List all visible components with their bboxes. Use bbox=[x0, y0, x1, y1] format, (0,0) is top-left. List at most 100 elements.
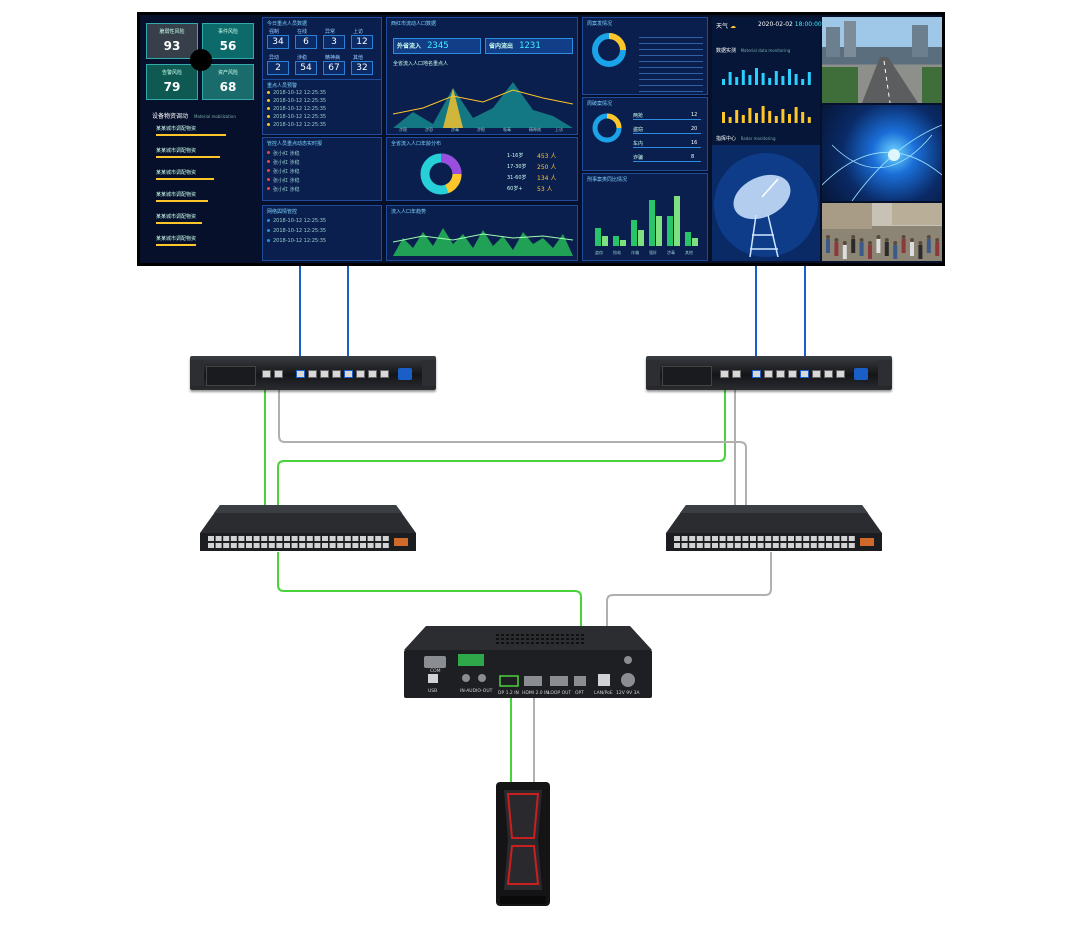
building-3 bbox=[912, 25, 928, 57]
material-data-title: 数据实测 Material data monitoring bbox=[716, 47, 790, 54]
switch-port bbox=[246, 536, 252, 541]
trend-area bbox=[393, 228, 573, 256]
switch-port bbox=[841, 543, 848, 548]
switch-port bbox=[788, 536, 794, 541]
switch-port bbox=[329, 543, 336, 548]
today-top-value: 3 bbox=[323, 35, 345, 49]
output-port bbox=[368, 370, 377, 378]
switch-port-row bbox=[208, 536, 389, 548]
today-bottom-value: 67 bbox=[323, 61, 345, 75]
encoder-labels: COM USB IN-AUDIO-OUT DP 1.2 IN HDMI 2.0 … bbox=[428, 668, 640, 696]
output-port bbox=[824, 370, 833, 378]
switch-port bbox=[833, 536, 840, 541]
week-label: 诈骗 bbox=[633, 155, 644, 161]
today-top-value: 34 bbox=[267, 35, 289, 49]
list-bullet bbox=[267, 178, 270, 181]
person-head bbox=[910, 238, 914, 242]
week-rule bbox=[633, 133, 701, 134]
vent-slot bbox=[561, 642, 564, 644]
io-block bbox=[662, 366, 712, 386]
switch-port bbox=[674, 543, 680, 548]
switch-port bbox=[314, 536, 321, 541]
switch-front bbox=[200, 533, 416, 551]
vent-slot bbox=[531, 638, 534, 640]
output-port bbox=[776, 370, 785, 378]
network-node bbox=[888, 149, 900, 161]
list-bullet bbox=[267, 160, 270, 163]
switch-port bbox=[681, 536, 688, 541]
switch-port bbox=[375, 536, 382, 541]
vent-slot bbox=[546, 642, 549, 644]
vent-slot bbox=[566, 638, 569, 640]
person-body bbox=[918, 245, 923, 259]
monitor-bar bbox=[794, 107, 798, 123]
switch-port bbox=[268, 543, 275, 548]
switch-port bbox=[360, 536, 366, 541]
switch-port bbox=[704, 536, 711, 541]
week-value: 16 bbox=[691, 140, 698, 146]
material-row-label: 某某城市调配物资 bbox=[156, 192, 197, 198]
vent-slot bbox=[506, 634, 509, 636]
compare-category-label: 其他 bbox=[685, 249, 693, 255]
label-hdmi: HDMI 2.0 IN bbox=[522, 690, 549, 696]
list-row-text: 2018-10-12 12:25:35 bbox=[273, 106, 327, 112]
week-donut-slice bbox=[606, 113, 622, 129]
switch-port bbox=[261, 536, 268, 541]
vent-slot bbox=[521, 642, 524, 644]
switch-port bbox=[382, 543, 389, 548]
street-crowd-svg bbox=[822, 203, 942, 259]
rack-ear-right bbox=[422, 360, 436, 386]
flow-category-label: 涉稳 bbox=[399, 126, 407, 132]
vent-slot bbox=[536, 642, 539, 644]
compare-panel-title: 刑事案类同比情况 bbox=[587, 177, 628, 183]
compare-bar-a bbox=[649, 200, 655, 246]
week-rule bbox=[633, 119, 701, 120]
list-row-text: 张小红 涉稳 bbox=[273, 169, 300, 175]
switch-port bbox=[337, 543, 344, 548]
case-panel: 周案发情况 bbox=[582, 17, 708, 95]
list-bullet bbox=[267, 115, 270, 118]
switch-port bbox=[352, 536, 359, 541]
vent-slot bbox=[566, 634, 569, 636]
cable-left-switch-to-encoder bbox=[277, 552, 582, 683]
monitor-bar bbox=[755, 68, 758, 85]
list-row-text: 张小红 涉稳 bbox=[273, 151, 300, 157]
building-1 bbox=[826, 27, 840, 57]
person-body bbox=[926, 239, 931, 253]
switch-port bbox=[382, 536, 389, 541]
output-port bbox=[296, 370, 305, 378]
switch-port bbox=[818, 536, 825, 541]
monitor-bar bbox=[781, 109, 785, 123]
monitor-bar bbox=[781, 76, 785, 85]
compare-bar-b bbox=[638, 230, 644, 246]
output-port bbox=[800, 370, 809, 378]
switch-port bbox=[208, 543, 214, 548]
uplink-port-2 bbox=[274, 370, 283, 378]
trend-panel: 流入人口年趋势 bbox=[386, 205, 578, 261]
vent-slot bbox=[576, 638, 579, 640]
building-2 bbox=[844, 21, 856, 57]
trend-chart bbox=[393, 228, 573, 256]
terminal-block bbox=[458, 654, 484, 666]
person-head bbox=[935, 238, 940, 242]
material-row-label: 某某城市调配物资 bbox=[156, 214, 197, 220]
monitor-bar bbox=[801, 112, 805, 123]
switch-port bbox=[765, 543, 772, 548]
compare-category-label: 抢劫 bbox=[613, 249, 621, 255]
risk-tile-event: 事件风险 56 bbox=[202, 23, 254, 59]
ground-screw bbox=[624, 656, 632, 664]
vent-slot bbox=[526, 638, 529, 640]
switch-port bbox=[833, 543, 840, 548]
switch-port bbox=[246, 543, 252, 548]
week-value: 8 bbox=[691, 154, 695, 160]
switch-port bbox=[253, 536, 260, 541]
audio-jack-in bbox=[462, 674, 470, 682]
switch-port bbox=[689, 536, 696, 541]
today-bottom-label: 精神病 bbox=[325, 55, 341, 61]
person-head bbox=[876, 235, 881, 239]
flow-category-labels: 涉稳涉恐涉毒涉枪吸毒精神病上访 bbox=[399, 126, 563, 132]
city-road-svg bbox=[822, 21, 942, 104]
